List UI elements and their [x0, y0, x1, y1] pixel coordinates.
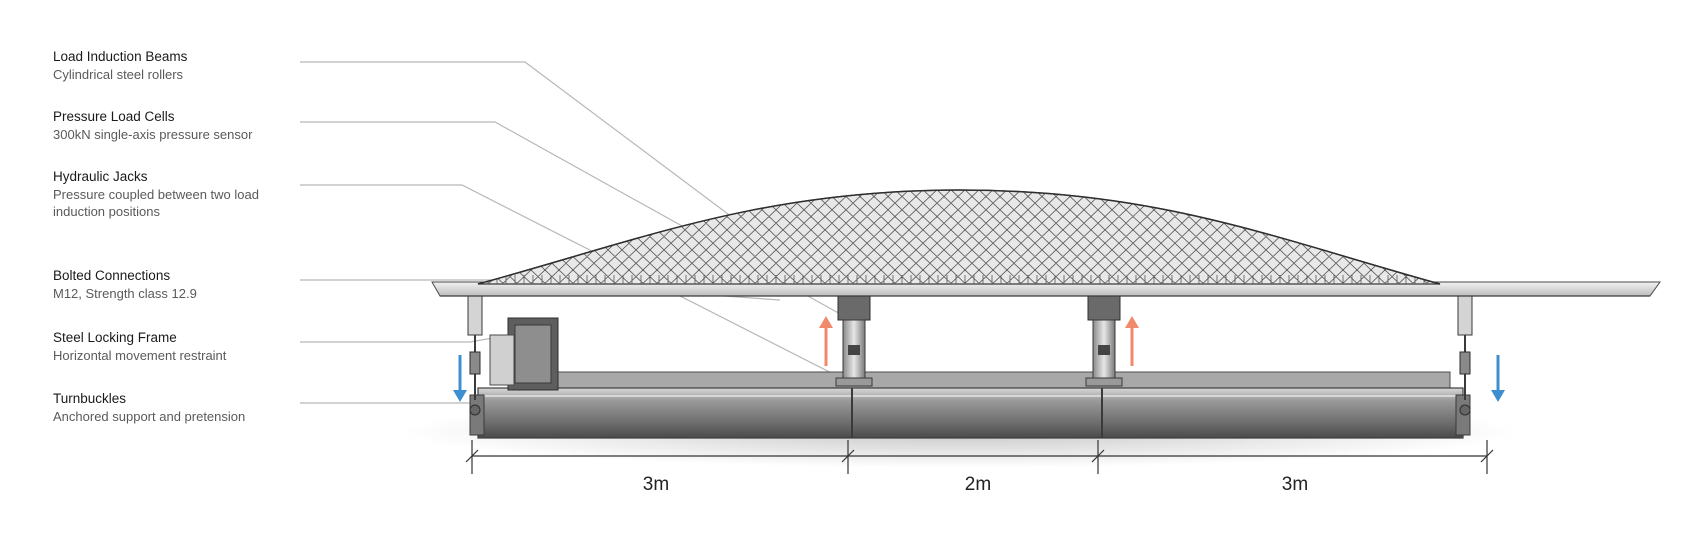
arrow-down-icon	[453, 355, 467, 402]
label-title: Hydraulic Jacks	[53, 169, 148, 184]
label-steel-locking-frame: Steel Locking Frame Horizontal movement …	[53, 329, 313, 364]
arrow-down-icon	[1491, 355, 1505, 402]
lattice-shell	[477, 189, 1441, 285]
label-hydraulic-jacks: Hydraulic Jacks Pressure coupled between…	[53, 168, 313, 220]
label-title: Pressure Load Cells	[53, 109, 175, 124]
label-title: Bolted Connections	[53, 268, 171, 283]
arrow-up-icon	[1125, 316, 1139, 366]
dimension-label-middle: 2m	[964, 474, 992, 495]
label-subtitle: Pressure coupled between two load induct…	[53, 187, 259, 219]
label-subtitle: Horizontal movement restraint	[53, 348, 227, 363]
label-pressure-load-cells: Pressure Load Cells 300kN single-axis pr…	[53, 108, 313, 143]
label-load-induction-beams: Load Induction Beams Cylindrical steel r…	[53, 48, 313, 83]
label-bolted-connections: Bolted Connections M12, Strength class 1…	[53, 267, 313, 302]
steel-base-frame	[469, 371, 1471, 439]
label-title: Load Induction Beams	[53, 49, 188, 64]
label-subtitle: M12, Strength class 12.9	[53, 286, 197, 301]
steel-locking-frame-box	[489, 317, 559, 391]
label-subtitle: Cylindrical steel rollers	[53, 67, 184, 82]
label-title: Turnbuckles	[53, 391, 127, 406]
hydraulic-jack-left	[835, 295, 873, 387]
arrow-up-icon	[819, 316, 833, 366]
label-turnbuckles: Turnbuckles Anchored support and pretens…	[53, 390, 313, 425]
dimension-label-right: 3m	[1281, 474, 1309, 495]
dimension-label-left: 3m	[642, 474, 670, 495]
label-title: Steel Locking Frame	[53, 330, 177, 345]
label-subtitle: 300kN single-axis pressure sensor	[53, 127, 253, 142]
label-subtitle: Anchored support and pretension	[53, 409, 246, 424]
leader-line-steel-locking-frame	[300, 334, 511, 343]
leader-line-load-induction-beams	[300, 61, 741, 224]
load-arrows	[453, 316, 1505, 402]
dimension-line	[465, 440, 1494, 474]
leader-line-hydraulic-jacks	[300, 184, 856, 386]
